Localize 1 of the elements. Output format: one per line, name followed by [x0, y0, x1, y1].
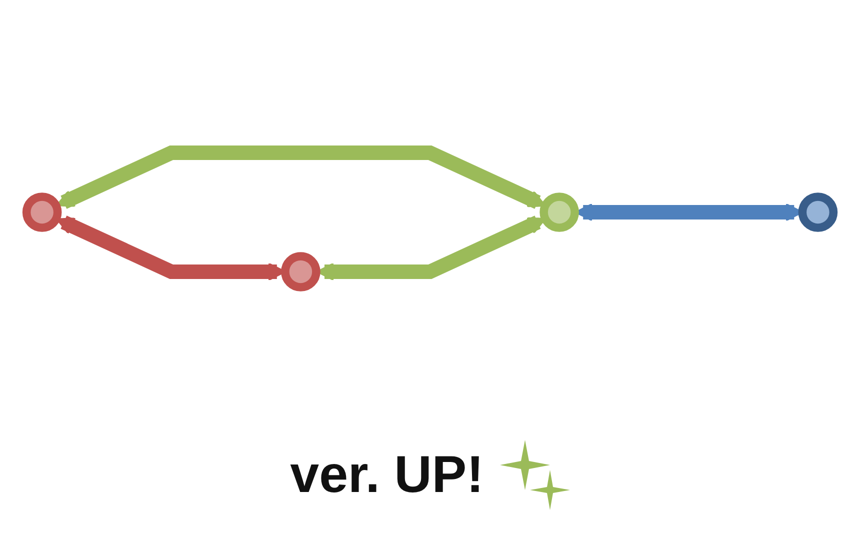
label-text: ver. UP! [290, 445, 484, 505]
